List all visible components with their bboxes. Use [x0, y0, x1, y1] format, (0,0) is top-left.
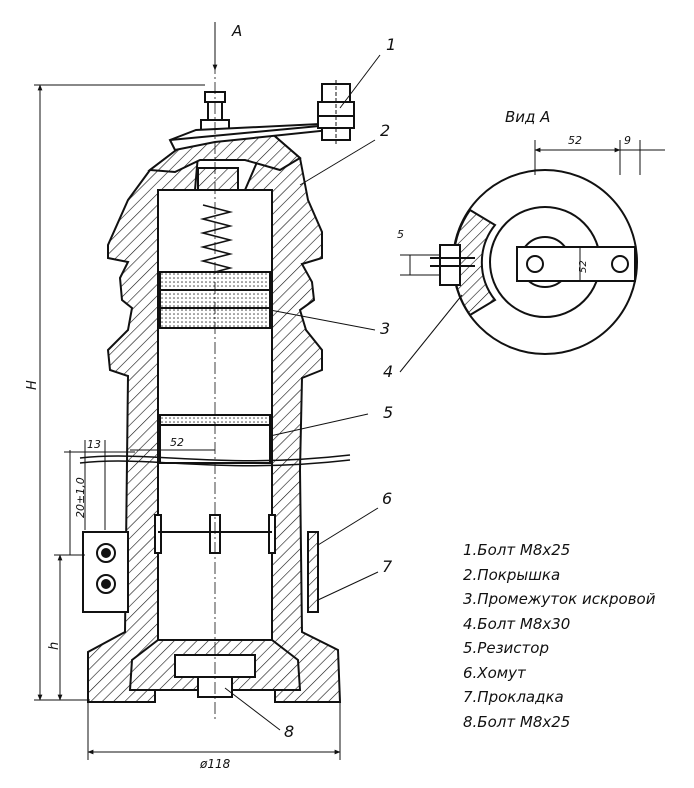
- callout-7: 7: [382, 557, 393, 576]
- legend-item: 8.Болт М8х25: [463, 712, 571, 731]
- dimensions: [34, 22, 381, 760]
- legend-item: 1.Болт М8х25: [463, 541, 571, 559]
- legend-item: 6.Хомут: [463, 663, 526, 682]
- callout-6: 6: [382, 489, 392, 508]
- dim-diameter: ø118: [199, 757, 231, 771]
- dim-view-9: 9: [624, 134, 631, 147]
- view-title: Вид А: [505, 108, 550, 126]
- callout-2: 2: [380, 121, 390, 140]
- dim-bracket-52: 52: [578, 260, 589, 273]
- clamp-6: [307, 531, 319, 613]
- view-a: [399, 140, 665, 373]
- drawing-labels: A Вид А 52 9 5 52 H h 13 52 20±1,0 ø118 …: [25, 22, 631, 771]
- spring: [199, 204, 234, 273]
- arrester-section: [79, 62, 355, 720]
- terminal-bracket: [82, 531, 129, 613]
- legend-item: 3.Промежуток искровой: [463, 590, 656, 608]
- dim-view-5: 5: [397, 228, 404, 241]
- callout-1: 1: [386, 35, 396, 54]
- dim-h: h: [47, 642, 62, 650]
- dim-view-52: 52: [568, 134, 582, 147]
- legend-item: 5.Резистор: [463, 639, 549, 657]
- legend-item: 2.Покрышка: [463, 565, 561, 584]
- dim-52-inner: 52: [170, 436, 184, 449]
- dim-20: 20±1,0: [74, 477, 87, 518]
- legend-item: 4.Болт М8х30: [463, 614, 571, 633]
- callout-5: 5: [383, 403, 393, 422]
- parts-legend: 1.Болт М8х25 2.Покрышка 3.Промежуток иск…: [463, 538, 691, 734]
- bolt-1: [317, 80, 355, 146]
- dim-height-H: H: [25, 380, 40, 390]
- dim-13: 13: [87, 438, 101, 451]
- spark-gap: [159, 271, 271, 329]
- callout-4: 4: [383, 362, 393, 381]
- callout-3: 3: [380, 319, 390, 338]
- arrow-label: A: [231, 22, 242, 40]
- legend-item: 7.Прокладка: [463, 688, 564, 706]
- callout-8: 8: [284, 722, 294, 741]
